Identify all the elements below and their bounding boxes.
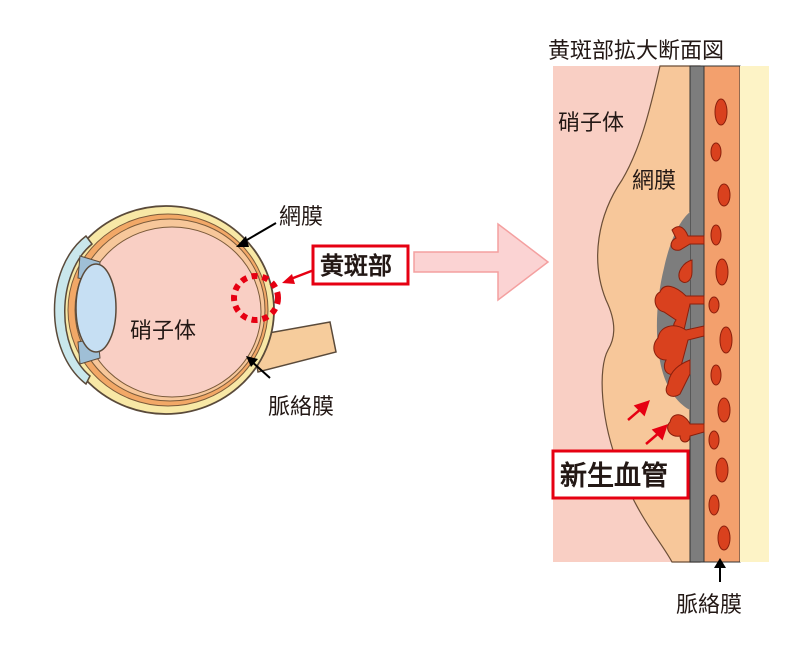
macula-label-box [311,244,410,286]
cornea [53,234,94,386]
cs-choroid-callout: 脈絡膜 [676,558,742,618]
choroid-vessels [708,98,733,551]
neovascular-vessels [653,226,705,443]
neovascularization-label: 新生血管 [560,460,668,492]
cs-choroid-label: 脈絡膜 [676,593,742,618]
macula-callout: 黄斑部 [282,244,410,286]
retina-label: 網膜 [279,205,323,230]
neovascularization-callout: 新生血管 [551,449,690,500]
choroid-label: 脈絡膜 [268,395,334,420]
lens [75,263,117,353]
cross-section-title: 黄斑部拡大断面図 [548,39,724,64]
choroid-callout: 脈絡膜 [246,356,334,420]
neovascular-arrows [627,400,668,445]
macula-highlight-circle [231,273,281,323]
cs-retina [597,65,701,563]
vitreous-label: 硝子体 [130,319,196,344]
cs-pigment-layer [689,65,705,563]
retina-callout: 網膜 [236,205,323,247]
cs-retina-label: 網膜 [632,169,676,194]
neovascularization-label-box [551,449,690,500]
eyeball-illustration [53,205,337,415]
cs-vitreous-label: 硝子体 [558,111,624,136]
macula-label: 黄斑部 [320,252,392,280]
magnify-arrow [413,222,550,302]
cs-choroid [703,65,741,563]
cs-sclera [740,66,769,562]
